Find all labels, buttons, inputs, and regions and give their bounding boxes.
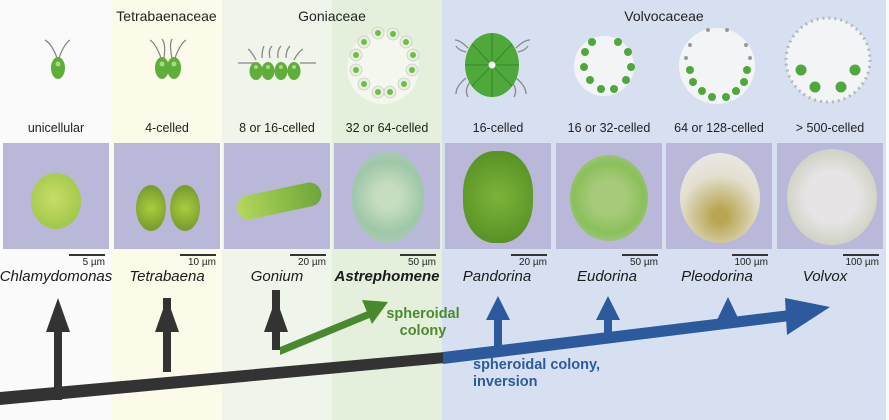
- family-goniaceae: Goniaceae: [298, 8, 366, 24]
- scale-bar: 100 µm: [777, 252, 883, 270]
- cell-count-label: 64 or 128-celled: [674, 121, 764, 135]
- genus-astrephomene: Astrephomene: [334, 268, 440, 285]
- blue-label-line2: inversion: [473, 374, 538, 390]
- genus-pleodorina: Pleodorina: [681, 268, 753, 285]
- cell-count-label: 4-celled: [145, 121, 189, 135]
- scale-bar: 50 µm: [334, 252, 440, 270]
- micrograph-pleodorina: [666, 143, 772, 249]
- micrograph-chlamydomonas: [3, 143, 109, 249]
- scale-bar: 20 µm: [445, 252, 551, 270]
- micrograph-pandorina: [445, 143, 551, 249]
- micrograph-tetrabaena: [114, 143, 220, 249]
- cell-count-label: 8 or 16-celled: [239, 121, 315, 135]
- scale-bar: 100 µm: [666, 252, 772, 270]
- cell-count-label: > 500-celled: [795, 121, 865, 135]
- scale-bar: 10 µm: [114, 252, 220, 270]
- cell-count-label: unicellular: [27, 121, 85, 135]
- micrograph-eudorina: [556, 143, 662, 249]
- micrograph-astrephomene: [334, 143, 440, 249]
- spheroidal-colony-label: spheroidal colony: [383, 306, 463, 340]
- genus-tetrabaena: Tetrabaena: [129, 268, 205, 285]
- cell-count-label: 16-celled: [472, 121, 524, 135]
- cell-count-label: 16 or 32-celled: [567, 121, 651, 135]
- genus-eudorina: Eudorina: [576, 268, 638, 285]
- cell-count-label: 32 or 64-celled: [345, 121, 429, 135]
- genus-gonium: Gonium: [250, 268, 304, 285]
- volvox-arrowhead-icon: [785, 298, 830, 335]
- spheroidal-colony-inversion-label: spheroidal colony, inversion: [473, 357, 600, 391]
- blue-label-line1: spheroidal colony,: [473, 357, 601, 373]
- genus-volvox: Volvox: [802, 268, 848, 285]
- genus-chlamydomonas: Chlamydomonas: [0, 268, 113, 285]
- family-tetrabaenaceae: Tetrabaenaceae: [116, 8, 217, 24]
- green-label-line1: spheroidal: [386, 306, 460, 322]
- scale-bar: 20 µm: [224, 252, 330, 270]
- family-volvocaceae: Volvocaceae: [624, 8, 704, 24]
- green-label-line2: colony: [399, 323, 447, 339]
- genus-pandorina: Pandorina: [462, 268, 532, 285]
- schematic-drawings: [44, 16, 872, 104]
- scale-bar: 5 µm: [3, 252, 109, 270]
- scale-bar: 50 µm: [556, 252, 662, 270]
- micrograph-gonium: [224, 143, 330, 249]
- micrograph-volvox: [777, 143, 883, 249]
